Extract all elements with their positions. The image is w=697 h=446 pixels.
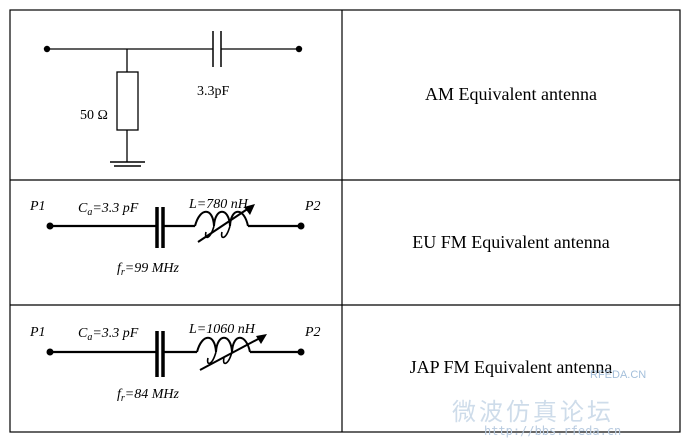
jap-fm-p1-terminal <box>46 348 54 356</box>
jap-fm-row-label: JAP FM Equivalent antenna <box>409 357 613 377</box>
jap-fm-inductor-arrowhead <box>256 334 267 344</box>
am-row-label: AM Equivalent antenna <box>425 84 597 104</box>
watermark-url: http://bbs.rfeda.cn <box>484 424 622 438</box>
jap-fm-circuit <box>50 331 301 377</box>
eu-fm-resonance-label: fr=99 MHz <box>117 261 180 278</box>
eu-fm-p1-label: P1 <box>29 199 46 214</box>
eu-fm-p2-terminal <box>297 222 305 230</box>
am-terminal-right <box>295 45 303 53</box>
watermark-chinese: 微波仿真论坛 <box>452 398 614 426</box>
table-grid <box>9 9 681 433</box>
eu-fm-p2-label: P2 <box>304 199 321 214</box>
eu-fm-circuit <box>50 207 301 248</box>
jap-fm-inductor-label: L=1060 nH <box>188 322 256 337</box>
watermark-brand: RFEDA.CN <box>590 369 647 381</box>
eu-fm-p1-terminal <box>46 222 54 230</box>
eu-fm-row-label: EU FM Equivalent antenna <box>412 232 610 252</box>
resistor-symbol <box>116 71 139 131</box>
jap-fm-p2-terminal <box>297 348 305 356</box>
eu-fm-inductor-arrowhead <box>244 204 255 215</box>
eu-fm-capacitance-label: Ca=3.3 pF <box>78 201 139 218</box>
jap-fm-resonance-label: fr=84 MHz <box>117 387 180 404</box>
eu-fm-inductor-label: L=780 nH <box>188 197 249 212</box>
am-resistor-label: 50 Ω <box>80 108 108 123</box>
jap-fm-p2-label: P2 <box>304 325 321 340</box>
am-terminal-left <box>43 45 51 53</box>
jap-fm-capacitance-label: Ca=3.3 pF <box>78 326 139 343</box>
jap-fm-p1-label: P1 <box>29 325 46 340</box>
am-capacitor-label: 3.3pF <box>197 84 230 99</box>
am-circuit <box>47 31 299 167</box>
